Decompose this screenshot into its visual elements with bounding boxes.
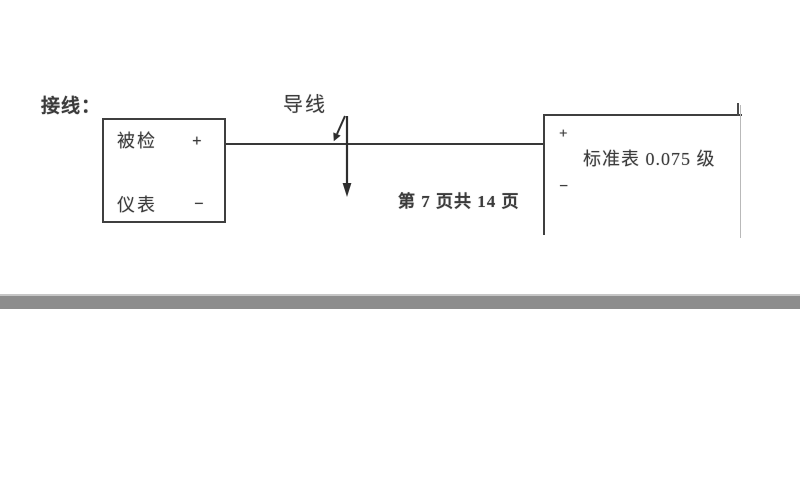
device-under-test-negative-terminal: − <box>194 194 204 213</box>
device-under-test-label-line2: 仪表 <box>117 195 157 215</box>
connection-wire-line <box>226 143 543 145</box>
standard-meter-box-right-edge <box>740 105 741 238</box>
wire-label: 导线 <box>283 94 327 116</box>
page-separator-bar <box>0 294 800 309</box>
standard-meter-negative-terminal: − <box>559 178 569 195</box>
standard-meter-box: + 标准表 0.075 级 − <box>543 114 742 235</box>
device-under-test-positive-terminal: + <box>192 131 202 150</box>
standard-meter-positive-terminal: + <box>559 126 568 142</box>
wire-pointer-arrows-icon <box>333 115 352 197</box>
standard-meter-box-corner-tick <box>737 103 739 116</box>
page-number-indicator: 第 7 页共 14 页 <box>398 192 520 211</box>
device-under-test-box: 被检 + 仪表 − <box>102 118 226 223</box>
wiring-section-label: 接线： <box>41 96 102 117</box>
standard-meter-label: 标准表 0.075 级 <box>583 149 716 169</box>
device-under-test-label-line1: 被检 <box>117 131 157 151</box>
